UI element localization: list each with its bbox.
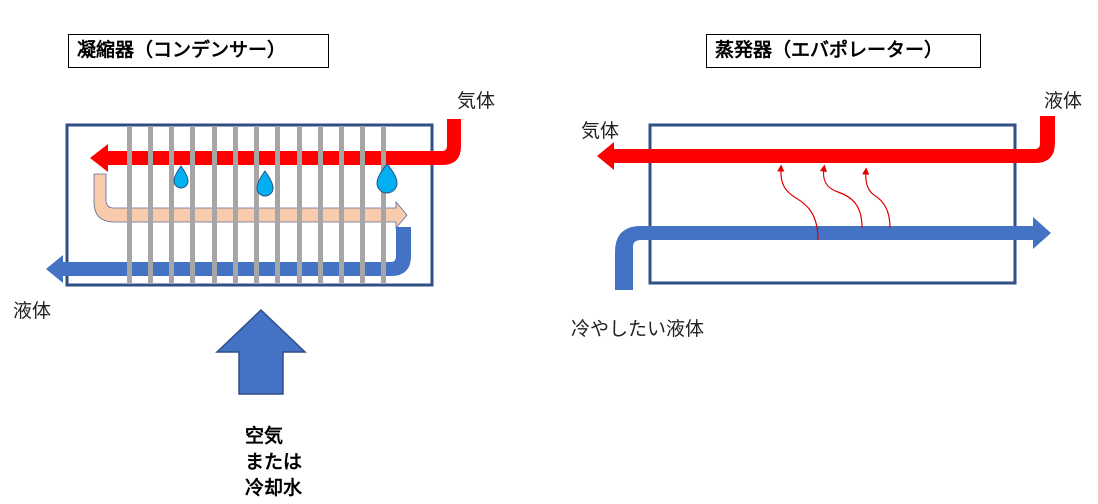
air-flow-arrow (215, 308, 307, 395)
fin (297, 126, 302, 284)
evaporator-gas-label: 気体 (581, 120, 620, 142)
fin (254, 126, 259, 284)
condenser-gas-pipe (90, 119, 461, 172)
air-label-line2: または (245, 451, 303, 473)
condenser-liquid-pipe (46, 227, 411, 283)
fin (339, 126, 344, 284)
fin (190, 126, 195, 284)
air-label-line1: 空気 (245, 425, 284, 447)
condenser-droplets (173, 163, 398, 197)
evaporator-liquid-pipe (615, 217, 1051, 290)
evaporator-liquid-label: 液体 (1044, 90, 1083, 112)
heat-arrow (862, 167, 891, 229)
condenser-liquid-label: 液体 (13, 300, 52, 322)
droplet-icon (173, 165, 189, 189)
fin (127, 126, 132, 284)
evaporator-frame (648, 123, 1017, 285)
fin (212, 126, 217, 284)
fin (381, 126, 386, 284)
heat-arrow (777, 164, 819, 241)
condenser-fins (127, 126, 386, 284)
heat-transfer-arrows (777, 164, 891, 241)
fin (148, 126, 153, 284)
evaporator-gas-pipe (597, 116, 1055, 170)
fin (360, 126, 365, 284)
fin (169, 126, 174, 284)
condenser-frame (65, 123, 434, 287)
fin (233, 126, 238, 284)
cooled-liquid-label: 冷やしたい液体 (571, 318, 705, 340)
heat-arrow (819, 164, 863, 229)
condenser-title: 凝縮器（コンデンサー） (68, 34, 329, 68)
condenser-gas-label: 気体 (457, 90, 496, 112)
fin (275, 126, 280, 284)
evaporator-title: 蒸発器（エバポレーター） (706, 34, 981, 68)
droplet-icon (376, 163, 398, 194)
droplet-icon (256, 170, 274, 197)
fin (318, 126, 323, 284)
air-label-line3: 冷却水 (245, 477, 303, 499)
